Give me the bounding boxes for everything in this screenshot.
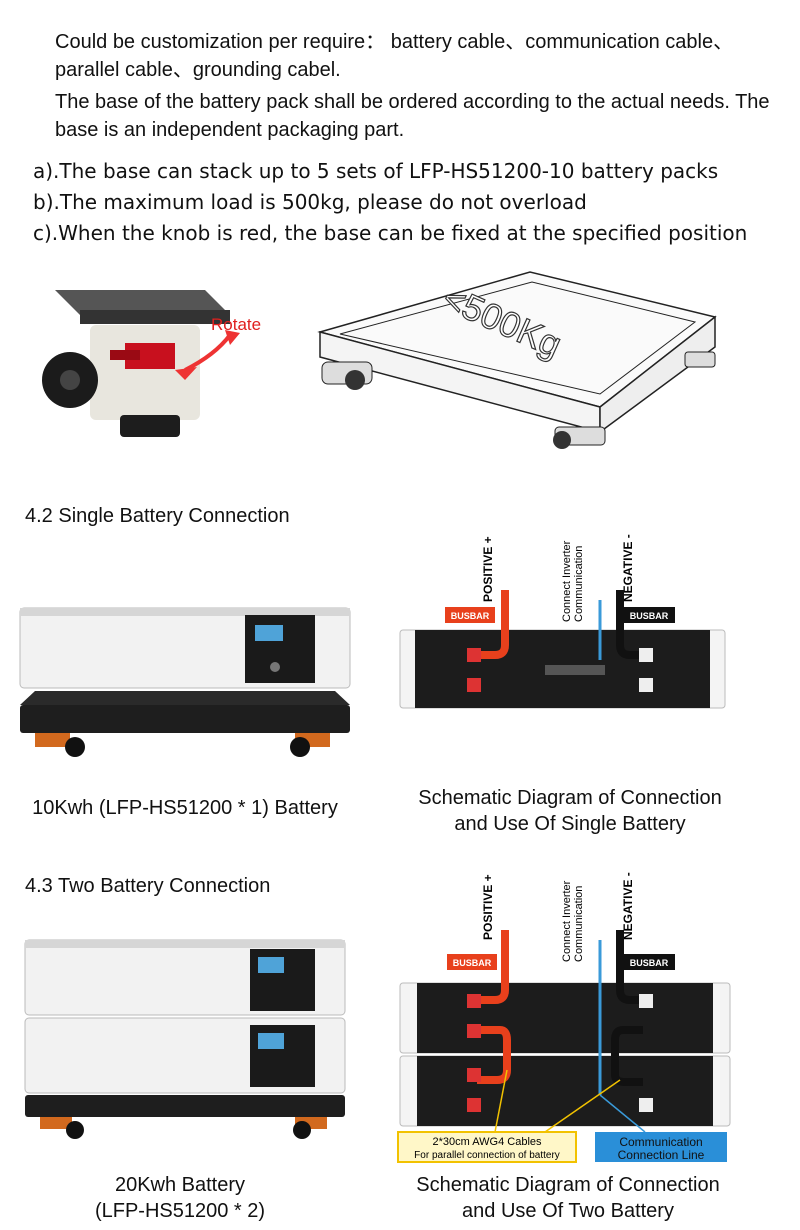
busbar-neg-label: BUSBAR [630,958,669,968]
comm-label-line2: Communication [573,546,585,622]
busbar-neg-label: BUSBAR [630,611,669,621]
comm-label-line2: Communication [573,886,585,962]
single-battery-schematic: POSITIVE + Connect Inverter Communicatio… [399,534,726,709]
caster-wheel-image: Rotate [42,290,261,437]
two-product-caption-line2: (LFP-HS51200 * 2) [94,1200,266,1222]
base-feature-b: b).The maximum load is 500kg, please do … [33,190,587,214]
two-connection-heading: 4.3 Two Battery Connection [25,875,271,897]
positive-label: POSITIVE + [481,536,495,602]
two-diagram-caption: Schematic Diagram of Connection and Use … [388,1172,748,1224]
two-battery-image [24,939,346,1139]
two-diagram-caption-line1: Schematic Diagram of Connection [416,1174,720,1196]
two-diagram-caption-line2: and Use Of Two Battery [462,1200,674,1222]
single-diagram-caption-line1: Schematic Diagram of Connection [418,787,722,809]
base-order-note: The base of the battery pack shall be or… [55,91,770,141]
base-feature-a: a).The base can stack up to 5 sets of LF… [33,159,719,183]
two-product-caption-line1: 20Kwh Battery [114,1174,246,1196]
negative-label: NEGATIVE - [621,534,635,602]
comm-conn-label-line1: Communication [619,1135,702,1149]
comm-label-line1: Connect Inverter [561,540,573,622]
two-product-caption: 20Kwh Battery (LFP-HS51200 * 2) [5,1172,355,1224]
single-diagram-caption-line2: and Use Of Single Battery [454,813,686,835]
base-feature-c: c).When the knob is red, the base can be… [33,221,748,245]
single-battery-image [19,607,351,757]
busbar-pos-label: BUSBAR [453,958,492,968]
single-product-caption: 10Kwh (LFP-HS51200 * 1) Battery [32,797,338,819]
two-battery-schematic: POSITIVE + Connect Inverter Communicatio… [397,872,731,1163]
cables-label-line1: 2*30cm AWG4 Cables [432,1136,542,1148]
rotate-label: Rotate [211,315,261,334]
positive-label: POSITIVE + [481,874,495,940]
base-feature-list: a).The base can stack up to 5 sets of LF… [33,156,793,249]
comm-label-line1: Connect Inverter [561,880,573,962]
negative-label: NEGATIVE - [621,872,635,940]
cables-label-line2: For parallel connection of battery [414,1150,560,1161]
single-connection-heading: 4.2 Single Battery Connection [25,505,290,527]
single-diagram-caption: Schematic Diagram of Connection and Use … [390,785,750,837]
base-plate-drawing: <500Kg [317,271,717,449]
customization-note: Could be customization per require： batt… [55,31,734,81]
comm-conn-label-line2: Connection Line [618,1148,705,1162]
busbar-pos-label: BUSBAR [451,611,490,621]
